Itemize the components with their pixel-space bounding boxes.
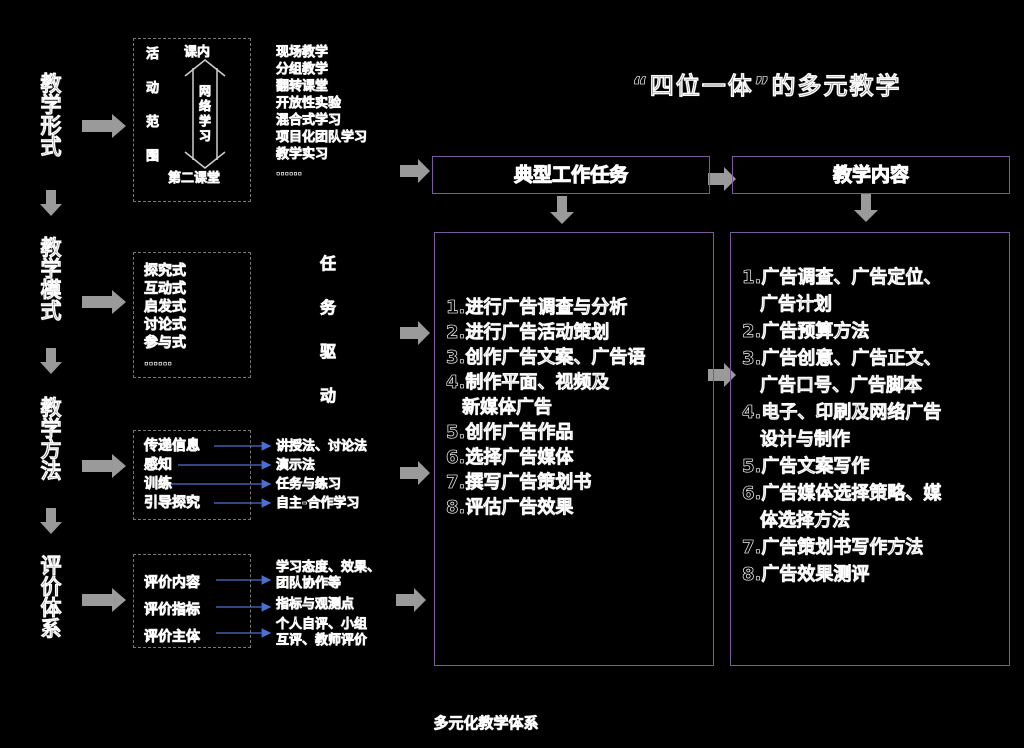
arrow-down-2 bbox=[40, 348, 62, 374]
arrow-right-1 bbox=[82, 114, 126, 138]
activity-vertical-text: 活 动 范 围 bbox=[146, 47, 160, 165]
arrow-right-9 bbox=[708, 167, 736, 191]
arrow-right-6 bbox=[400, 321, 430, 345]
evaluation-right-list: 学习态度、效果、 团队协作等 指标与观测点 个人自评、小组 互评、教师评价 bbox=[276, 560, 381, 649]
teaching-modes-list: 探究式 互动式 启发式 讨论式 参与式 …… bbox=[144, 263, 187, 370]
activity-second-class: 第二课堂 bbox=[168, 171, 221, 187]
label-evaluation-system: 评价体系 bbox=[40, 554, 62, 641]
teaching-content-header: 教学内容 bbox=[832, 164, 909, 187]
arrow-down-1 bbox=[40, 190, 62, 216]
arrow-down-3 bbox=[40, 508, 62, 534]
activity-in-class: 课内 bbox=[184, 45, 211, 61]
label-teaching-mode: 教学模式 bbox=[40, 236, 62, 323]
arrow-down-5 bbox=[854, 194, 878, 222]
evaluation-box bbox=[133, 554, 251, 648]
label-teaching-method: 教学方法 bbox=[40, 396, 62, 483]
typical-tasks-box bbox=[434, 232, 714, 666]
methods-left-list: 传递信息 感知 训练 引导探究 bbox=[144, 438, 201, 512]
activity-online: 网络学习 bbox=[199, 84, 212, 144]
teaching-methods-box bbox=[133, 430, 251, 520]
teaching-modes-box bbox=[133, 252, 251, 378]
arrow-right-8 bbox=[396, 588, 426, 612]
arrow-right-3 bbox=[82, 454, 126, 478]
arrow-right-5 bbox=[400, 159, 430, 183]
typical-tasks-header-box: 典型工作任务 bbox=[432, 156, 710, 194]
arrow-right-10 bbox=[708, 363, 736, 387]
typical-tasks-list: 1.进行广告调查与分析 2.进行广告活动策划 3.创作广告文案、广告语 4.制作… bbox=[446, 297, 646, 519]
teaching-forms-list: 现场教学 分组教学 翻转课堂 开放性实验 混合式学习 项目化团队学习 教学实习 … bbox=[276, 45, 368, 180]
teaching-content-box bbox=[730, 232, 1010, 666]
teaching-content-list: 1.广告调查、广告定位、 广告计划 2.广告预算方法 3.广告创意、广告正文、 … bbox=[742, 267, 942, 586]
methods-right-list: 讲授法、讨论法 演示法 任务与练习 自主-合作学习 bbox=[276, 439, 368, 512]
figure-caption: 多元化教学体系 bbox=[433, 714, 539, 733]
teaching-content-header-box: 教学内容 bbox=[732, 156, 1010, 194]
diagram-title: “四位一体”的多元教学 bbox=[632, 72, 902, 101]
arrow-right-2 bbox=[82, 290, 126, 314]
typical-tasks-header: 典型工作任务 bbox=[513, 164, 628, 187]
label-teaching-form: 教学形式 bbox=[40, 72, 62, 159]
task-driven-label: 任 务 驱 动 bbox=[320, 254, 337, 406]
arrow-right-4 bbox=[82, 588, 126, 612]
arrow-right-7 bbox=[400, 461, 430, 485]
arrow-down-4 bbox=[550, 196, 574, 224]
activity-scope-box bbox=[133, 38, 251, 202]
evaluation-left-list: 评价内容 评价指标 评价主体 bbox=[144, 575, 201, 646]
